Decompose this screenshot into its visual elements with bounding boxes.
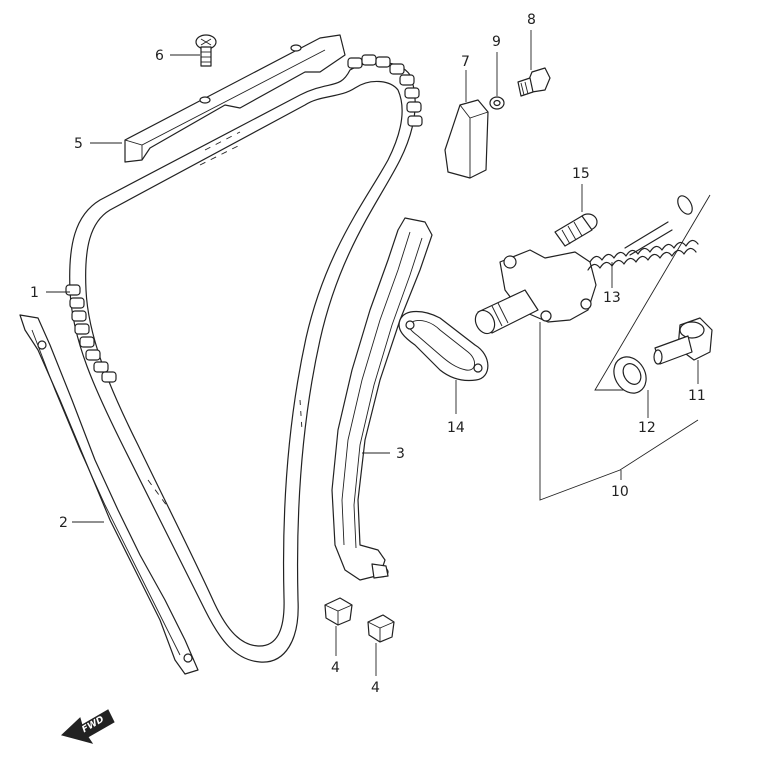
cam-chain (65, 54, 423, 663)
bolt (517, 67, 551, 97)
callout-9: 9 (492, 34, 501, 50)
gasket (613, 356, 647, 394)
guide-cushion (324, 597, 395, 643)
callout-12: 12 (638, 420, 656, 436)
callout-2: 2 (59, 515, 68, 531)
callout-5: 5 (74, 136, 83, 152)
callout-4a: 4 (331, 660, 340, 676)
callout-6: 6 (155, 48, 164, 64)
chain-links-top (347, 54, 423, 127)
tensioner-bolt (554, 213, 598, 247)
callout-4b: 4 (371, 680, 380, 696)
callout-10: 10 (611, 484, 629, 500)
callout-8: 8 (527, 12, 536, 28)
callout-3: 3 (396, 446, 405, 462)
front-chain-guide (331, 217, 433, 581)
callout-1: 1 (30, 285, 39, 301)
screw (195, 34, 217, 67)
leader-lines (46, 30, 699, 676)
chain-links-left (65, 284, 117, 383)
spring (587, 195, 699, 271)
callout-14: 14 (447, 420, 465, 436)
washer (489, 96, 505, 110)
callouts: 1 2 3 4 4 5 6 7 8 9 10 11 12 13 14 15 (30, 12, 706, 696)
callout-13: 13 (603, 290, 621, 306)
chain-guide-pad (444, 99, 489, 179)
tensioner-gasket (398, 310, 489, 382)
tensioner-assembly (474, 249, 699, 501)
fwd-arrow-icon: FWD (61, 709, 115, 744)
callout-7: 7 (461, 54, 470, 70)
callout-11: 11 (688, 388, 706, 404)
cap-bolt (653, 317, 713, 365)
top-chain-guide (124, 34, 346, 163)
rear-chain-guide (19, 314, 199, 675)
callout-15: 15 (572, 166, 590, 182)
